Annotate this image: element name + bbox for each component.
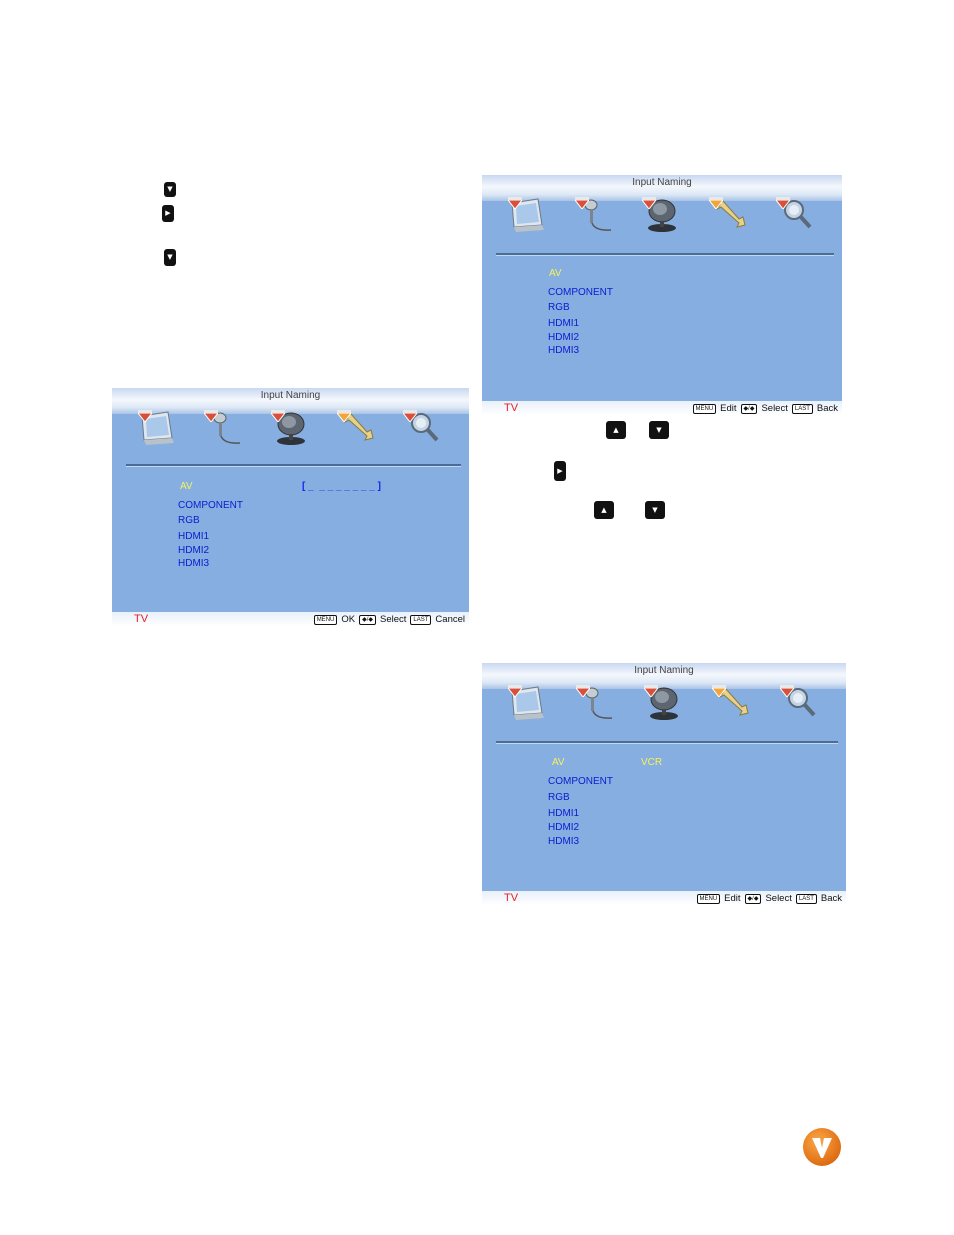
osd-title: Input Naming <box>112 390 469 401</box>
hint-label-edit: Edit <box>720 403 736 414</box>
menu-key-icon: MENU <box>697 894 721 904</box>
menu-marker-icon <box>712 685 726 697</box>
down-arrow-key-icon: ▼ <box>649 421 669 439</box>
up-arrow-key-icon: ▲ <box>594 501 614 519</box>
input-item-av[interactable]: AV <box>549 268 562 279</box>
menu-key-icon: MENU <box>314 615 338 625</box>
menu-marker-icon <box>575 197 589 209</box>
osd-menu-icons <box>134 410 447 470</box>
input-item-av[interactable]: AV <box>180 481 193 492</box>
input-item-component[interactable]: COMPONENT <box>548 287 613 298</box>
right-arrow-key-icon: ▶ <box>162 205 174 222</box>
menu-key-icon: MENU <box>693 404 717 414</box>
menu-marker-icon <box>642 197 656 209</box>
osd-divider <box>496 741 838 744</box>
right-arrow-key-icon: ▶ <box>554 461 566 481</box>
setup-menu-tab[interactable] <box>705 197 753 257</box>
audio-menu-tab[interactable] <box>571 197 619 257</box>
input-item-hdmi3[interactable]: HDMI3 <box>178 558 209 569</box>
input-item-hdmi3[interactable]: HDMI3 <box>548 345 579 356</box>
input-item-hdmi1[interactable]: HDMI1 <box>178 531 209 542</box>
menu-marker-icon <box>780 685 794 697</box>
menu-marker-icon <box>403 410 417 422</box>
hint-label-select: Select <box>761 403 787 414</box>
source-label: TV <box>504 402 518 414</box>
menu-marker-icon <box>709 197 723 209</box>
help-menu-tab[interactable] <box>776 685 824 745</box>
hint-label-select: Select <box>380 614 406 625</box>
tv-menu-tab[interactable] <box>640 685 688 745</box>
up-arrow-key-icon: ▲ <box>606 421 626 439</box>
osd-screen-bottom-right: Input Naming <box>482 663 846 905</box>
osd-key-hints: MENU Edit ◆/◆ Select LAST Back <box>693 403 839 414</box>
setup-menu-tab[interactable] <box>708 685 756 745</box>
input-item-hdmi1[interactable]: HDMI1 <box>548 318 579 329</box>
audio-menu-tab[interactable] <box>200 410 248 470</box>
osd-menu-icons <box>504 197 820 257</box>
arrow-keys-icon: ◆/◆ <box>745 894 762 904</box>
osd-title: Input Naming <box>482 177 842 188</box>
source-label: TV <box>134 613 148 625</box>
hint-label-edit: Edit <box>724 893 740 904</box>
vizio-v-logo-icon <box>803 1128 841 1166</box>
input-item-hdmi2[interactable]: HDMI2 <box>548 822 579 833</box>
osd-menu-icons <box>504 685 824 745</box>
down-arrow-key-icon: ▼ <box>164 182 176 197</box>
input-item-rgb[interactable]: RGB <box>548 792 570 803</box>
menu-marker-icon <box>337 410 351 422</box>
input-item-hdmi3[interactable]: HDMI3 <box>548 836 579 847</box>
osd-screen-top-right: Input Naming <box>482 175 842 415</box>
menu-marker-icon <box>576 685 590 697</box>
source-label: TV <box>504 892 518 904</box>
hint-label-back: Back <box>821 893 842 904</box>
input-item-av[interactable]: AV <box>552 757 565 768</box>
menu-marker-icon <box>508 685 522 697</box>
input-item-component[interactable]: COMPONENT <box>178 500 243 511</box>
tv-menu-tab[interactable] <box>267 410 315 470</box>
osd-key-hints: MENU OK ◆/◆ Select LAST Cancel <box>314 614 465 625</box>
input-item-hdmi2[interactable]: HDMI2 <box>548 332 579 343</box>
menu-marker-icon <box>138 410 152 422</box>
osd-title: Input Naming <box>482 665 846 676</box>
hint-label-cancel: Cancel <box>435 614 465 625</box>
input-item-rgb[interactable]: RGB <box>548 302 570 313</box>
tv-menu-tab[interactable] <box>638 197 686 257</box>
arrow-keys-icon: ◆/◆ <box>359 615 376 625</box>
help-menu-tab[interactable] <box>399 410 447 470</box>
hint-label-ok: OK <box>341 614 355 625</box>
down-arrow-key-icon: ▼ <box>164 249 176 266</box>
menu-marker-icon <box>271 410 285 422</box>
hint-label-select: Select <box>765 893 791 904</box>
last-key-icon: LAST <box>410 615 431 625</box>
osd-divider <box>126 464 461 467</box>
menu-marker-icon <box>644 685 658 697</box>
hint-label-back: Back <box>817 403 838 414</box>
help-menu-tab[interactable] <box>772 197 820 257</box>
down-arrow-key-icon: ▼ <box>645 501 665 519</box>
name-entry-field[interactable]: [ _ _ _ _ _ _ _ _ ] <box>302 481 381 492</box>
osd-screen-left: Input Naming <box>112 388 469 626</box>
menu-marker-icon <box>204 410 218 422</box>
input-name-value: VCR <box>641 757 662 768</box>
input-item-rgb[interactable]: RGB <box>178 515 200 526</box>
osd-key-hints: MENU Edit ◆/◆ Select LAST Back <box>697 893 843 904</box>
input-item-hdmi1[interactable]: HDMI1 <box>548 808 579 819</box>
last-key-icon: LAST <box>796 894 817 904</box>
setup-menu-tab[interactable] <box>333 410 381 470</box>
input-item-component[interactable]: COMPONENT <box>548 776 613 787</box>
menu-marker-icon <box>776 197 790 209</box>
arrow-keys-icon: ◆/◆ <box>741 404 758 414</box>
menu-marker-icon <box>508 197 522 209</box>
audio-menu-tab[interactable] <box>572 685 620 745</box>
picture-menu-tab[interactable] <box>504 685 552 745</box>
last-key-icon: LAST <box>792 404 813 414</box>
osd-divider <box>496 253 834 256</box>
input-item-hdmi2[interactable]: HDMI2 <box>178 545 209 556</box>
picture-menu-tab[interactable] <box>134 410 182 470</box>
picture-menu-tab[interactable] <box>504 197 552 257</box>
